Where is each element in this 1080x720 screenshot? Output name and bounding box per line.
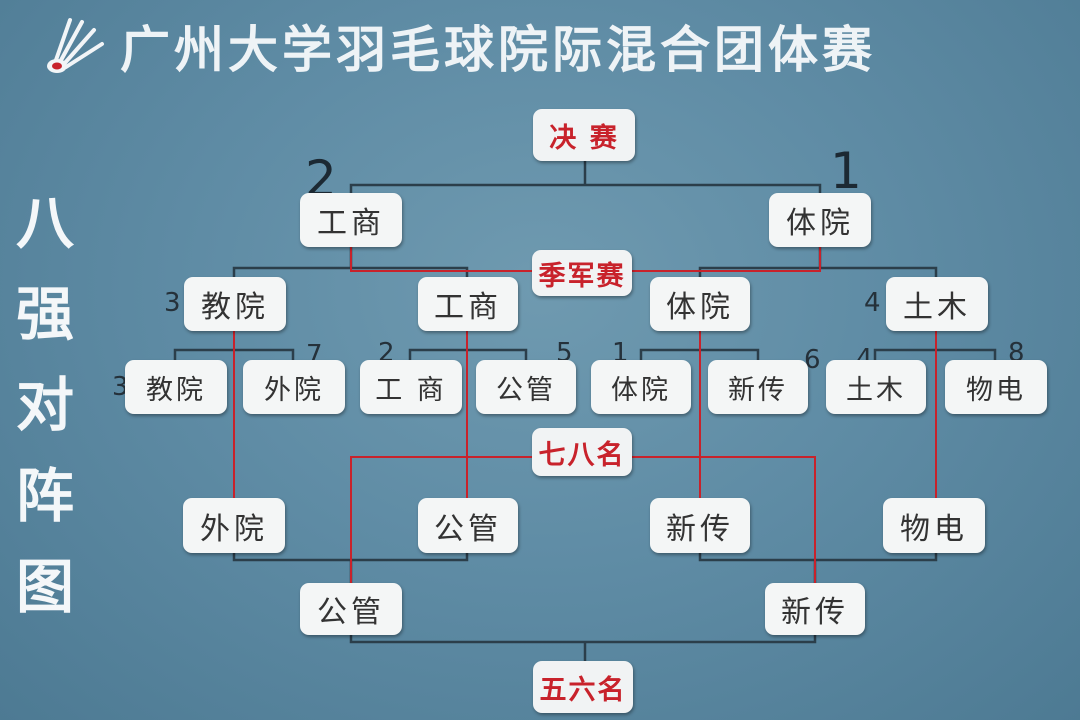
quarterfinal-team: 公管 [476, 360, 576, 414]
seed-label: 3 [164, 288, 181, 318]
seed-label: 4 [864, 288, 881, 318]
side-title-char: 八 [15, 189, 74, 257]
placement-team: 公管 [418, 498, 518, 553]
seed-label: 3 [112, 372, 129, 402]
final-team-left: 工商 [300, 193, 402, 247]
fifth-place-team: 新传 [765, 583, 865, 635]
side-title-char: 阵 [15, 462, 74, 530]
semifinal-team: 体院 [650, 277, 750, 331]
shuttlecock-icon [47, 18, 104, 73]
semifinal-team: 教院 [184, 277, 286, 331]
fifth-connector [349, 635, 817, 644]
quarterfinal-team: 体院 [591, 360, 691, 414]
side-title-char: 对 [15, 371, 74, 439]
quarterfinal-team: 新传 [708, 360, 808, 414]
side-title-char: 强 [15, 280, 74, 348]
semi-right-connector [698, 266, 938, 277]
quarterfinal-team: 教院 [125, 360, 227, 414]
quarterfinal-team: 物电 [945, 360, 1047, 414]
side-title-char: 图 [15, 553, 74, 621]
fifth-place-team: 公管 [300, 583, 402, 635]
page-title: 广州大学羽毛球院际混合团体赛 [120, 21, 876, 79]
final-connector [349, 183, 822, 193]
final-label: 决 赛 [533, 109, 635, 161]
final-score-right: 1 [830, 142, 862, 200]
placement-team: 外院 [183, 498, 285, 553]
final-team-right: 体院 [769, 193, 871, 247]
seventh-place-label: 七八名 [532, 428, 632, 476]
side-title: 八 强 对 阵 图 [6, 178, 84, 633]
semifinal-team: 土木 [886, 277, 988, 331]
placement-team: 新传 [650, 498, 750, 553]
placement-team: 物电 [883, 498, 985, 553]
third-place-label: 季军赛 [532, 250, 632, 296]
quarterfinal-team: 工 商 [360, 360, 462, 414]
quarterfinal-team: 土木 [826, 360, 926, 414]
seed-label: 6 [804, 345, 821, 375]
fifth-place-label: 五六名 [533, 661, 633, 713]
quarterfinal-team: 外院 [243, 360, 345, 414]
semifinal-team: 工商 [418, 277, 518, 331]
